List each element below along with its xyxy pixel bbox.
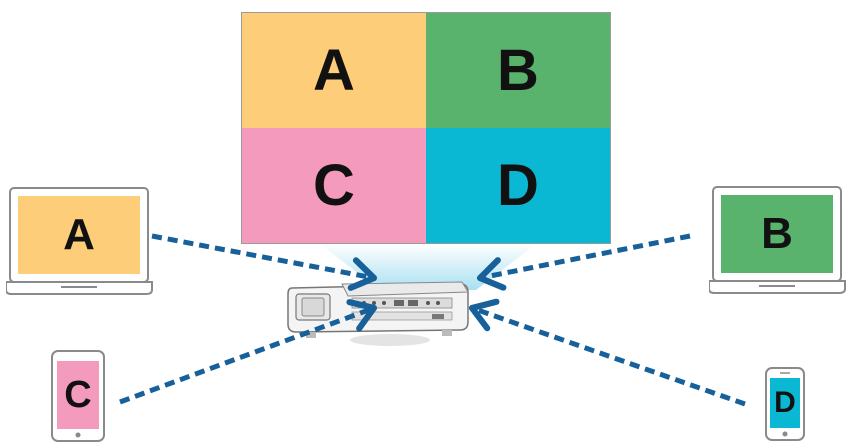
phone-d-icon [765, 367, 805, 441]
arrow-from-phone-d [468, 298, 746, 407]
phone-d-label: D [774, 386, 796, 419]
tablet-c-icon [51, 350, 105, 442]
laptop-a-icon [6, 187, 153, 295]
projector-icon [287, 281, 469, 346]
laptop-b-icon [709, 186, 846, 294]
quadrant-c-label: C [313, 153, 355, 218]
arrow-from-tablet-c [119, 299, 378, 405]
quadrant-d-label: D [497, 153, 539, 218]
screen-quadrant-a: A [242, 13, 426, 128]
quadrant-a-label: A [313, 38, 355, 103]
projection-screen: A B C D [241, 12, 611, 244]
laptop-a-label: A [63, 210, 95, 259]
arrow-from-laptop-a [151, 233, 378, 291]
screen-quadrant-c: C [242, 128, 426, 243]
quadrant-b-label: B [497, 38, 539, 103]
screen-quadrant-b: B [426, 13, 610, 128]
tablet-c-label: C [64, 373, 92, 416]
screen-quadrant-d: D [426, 128, 610, 243]
laptop-b-label: B [761, 209, 793, 258]
arrow-from-laptop-b [476, 233, 691, 291]
